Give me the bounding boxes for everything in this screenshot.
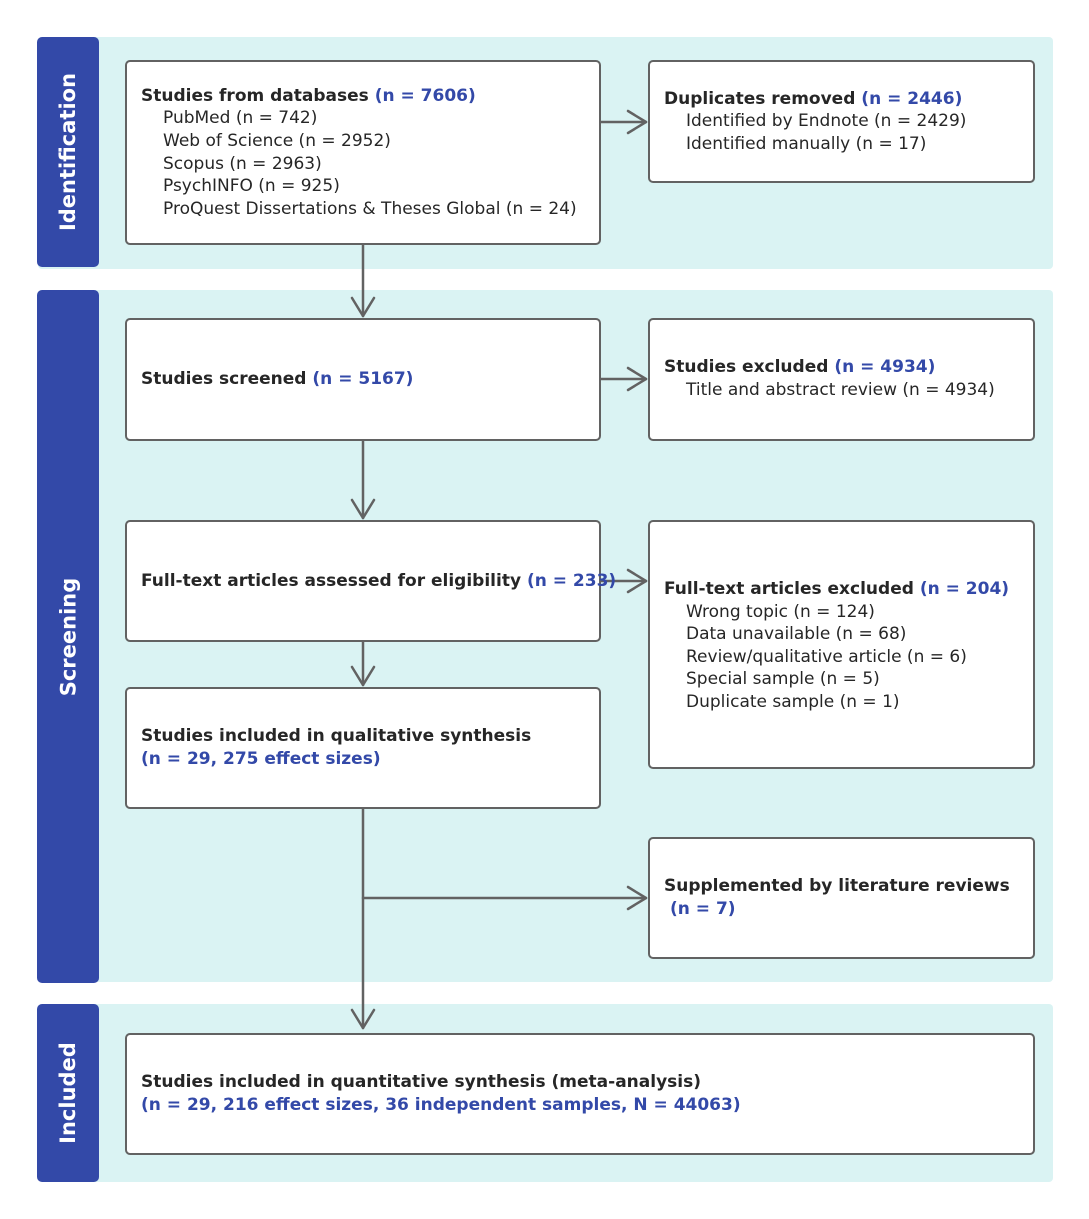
arrowhead-fulltext-excluded bbox=[626, 568, 648, 594]
duplicates-item: Identified manually (n = 17) bbox=[686, 133, 927, 154]
included-stage-label: Included bbox=[37, 1004, 99, 1182]
arrowhead-quantitative bbox=[350, 1008, 376, 1030]
duplicates-count: (n = 2446) bbox=[861, 88, 963, 109]
database-item: Web of Science (n = 2952) bbox=[163, 130, 391, 151]
supplemented-title: Supplemented by literature reviews bbox=[664, 876, 1010, 897]
fulltext-excluded-item: Review/qualitative article (n = 6) bbox=[686, 646, 967, 667]
fulltext-excluded-count: (n = 204) bbox=[919, 579, 1010, 599]
screened-count: (n = 5167) bbox=[312, 369, 414, 390]
arrowhead-duplicates bbox=[626, 109, 648, 135]
fulltext-excluded-item: Duplicate sample (n = 1) bbox=[686, 691, 900, 712]
excluded-count: (n = 4934) bbox=[834, 357, 936, 377]
qualitative-count: (n = 29, 275 effect sizes) bbox=[141, 749, 381, 769]
fulltext-excluded-item: Data unavailable (n = 68) bbox=[686, 624, 907, 645]
screening-stage-label: Screening bbox=[37, 290, 99, 983]
screened-title-line: Studies screened (n = 5167) bbox=[141, 368, 587, 391]
fulltext-excluded-title-line: Full-text articles excluded (n = 204) bbox=[664, 578, 1021, 601]
arrowhead-qualitative bbox=[350, 665, 376, 687]
arrowhead-screened bbox=[350, 296, 376, 318]
excluded-title: Studies excluded bbox=[664, 357, 829, 377]
quantitative-count: (n = 29, 216 effect sizes, 36 independen… bbox=[141, 1095, 741, 1115]
databases-box: Studies from databases (n = 7606) PubMed… bbox=[125, 60, 601, 245]
database-item: ProQuest Dissertations & Theses Global (… bbox=[163, 198, 577, 219]
fulltext-excluded-item: Special sample (n = 5) bbox=[686, 669, 880, 690]
database-item: Scopus (n = 2963) bbox=[163, 153, 322, 174]
excluded-item: Title and abstract review (n = 4934) bbox=[686, 379, 995, 400]
duplicates-item: Identified by Endnote (n = 2429) bbox=[686, 111, 967, 132]
qualitative-box: Studies included in qualitative synthesi… bbox=[125, 687, 601, 809]
database-item: PsychINFO (n = 925) bbox=[163, 176, 340, 197]
database-item: PubMed (n = 742) bbox=[163, 108, 318, 129]
databases-title-line: Studies from databases (n = 7606) bbox=[141, 85, 587, 108]
fulltext-count: (n = 233) bbox=[526, 570, 617, 591]
supplemented-count: (n = 7) bbox=[670, 899, 736, 919]
arrowhead-excluded bbox=[626, 366, 648, 392]
fulltext-excluded-box: Full-text articles excluded (n = 204) Wr… bbox=[648, 520, 1035, 769]
fulltext-excluded-item: Wrong topic (n = 124) bbox=[686, 601, 875, 622]
duplicates-title: Duplicates removed bbox=[664, 88, 856, 109]
screened-box: Studies screened (n = 5167) bbox=[125, 318, 601, 441]
fulltext-title-line: Full-text articles assessed for eligibil… bbox=[141, 570, 616, 593]
fulltext-excluded-title: Full-text articles excluded bbox=[664, 579, 914, 599]
databases-count: (n = 7606) bbox=[374, 85, 476, 106]
excluded-title-line: Studies excluded (n = 4934) bbox=[664, 356, 1021, 379]
quantitative-title: Studies included in quantitative synthes… bbox=[141, 1072, 701, 1093]
quantitative-box: Studies included in quantitative synthes… bbox=[125, 1033, 1035, 1155]
arrowhead-supplemented bbox=[626, 885, 648, 911]
excluded-box: Studies excluded (n = 4934) Title and ab… bbox=[648, 318, 1035, 441]
fulltext-title: Full-text articles assessed for eligibil… bbox=[141, 570, 522, 591]
duplicates-title-line: Duplicates removed (n = 2446) bbox=[664, 88, 1021, 111]
fulltext-box: Full-text articles assessed for eligibil… bbox=[125, 520, 616, 642]
duplicates-box: Duplicates removed (n = 2446) Identified… bbox=[648, 60, 1035, 183]
arrowhead-fulltext bbox=[350, 498, 376, 520]
identification-stage-label: Identification bbox=[37, 37, 99, 267]
qualitative-title: Studies included in qualitative synthesi… bbox=[141, 726, 532, 747]
screened-title: Studies screened bbox=[141, 369, 307, 390]
databases-title: Studies from databases bbox=[141, 85, 369, 106]
supplemented-box: Supplemented by literature reviews (n = … bbox=[648, 837, 1035, 959]
